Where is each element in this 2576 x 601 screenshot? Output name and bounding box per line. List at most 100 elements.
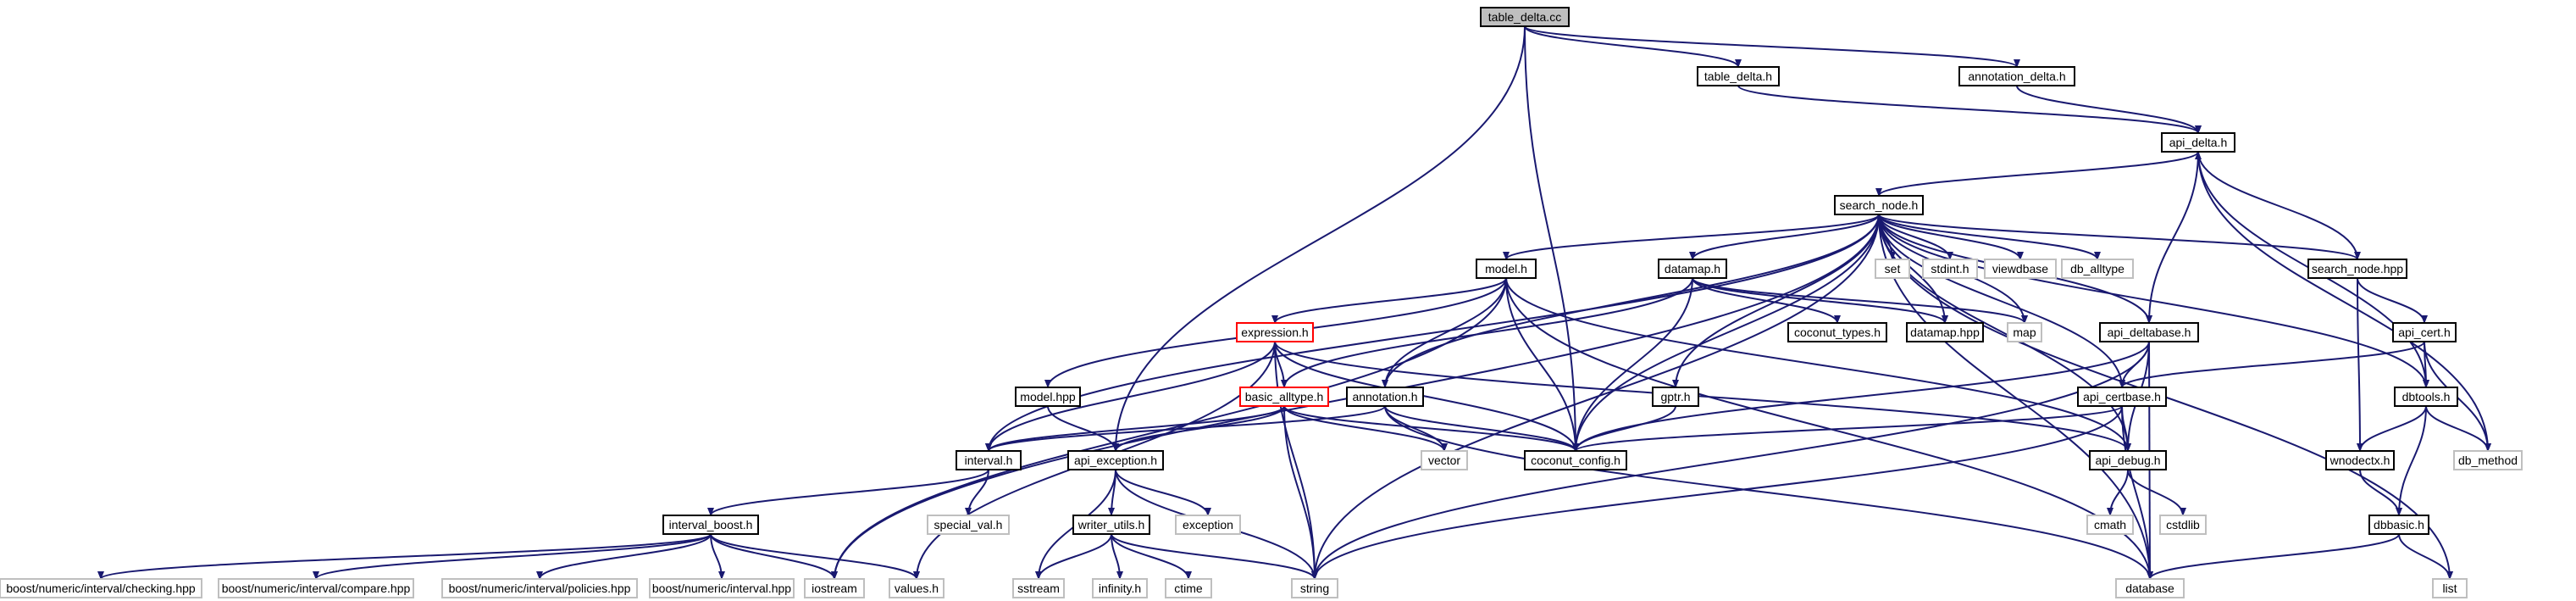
- edge-dbbasic_h-to-list: [2398, 533, 2453, 580]
- edge-table_delta_cc-to-table_delta_h: [1524, 25, 1742, 68]
- node-box: [1787, 322, 1887, 342]
- node-sstream: sstream: [1012, 578, 1065, 598]
- edge-api_cert_h-to-api_certbase_h: [2119, 341, 2425, 388]
- node-datamap-hpp[interactable]: datamap.hpp: [1906, 322, 1984, 342]
- node-api-cert-h[interactable]: api_cert.h: [2392, 322, 2457, 342]
- edge-model_h-to-expression_h: [1271, 277, 1507, 324]
- node-label: table_delta.h: [1704, 70, 1772, 83]
- node-coconut-types-h[interactable]: coconut_types.h: [1787, 322, 1887, 342]
- node-model-hpp[interactable]: model.hpp: [1015, 387, 1081, 407]
- node-label: coconut_types.h: [1794, 326, 1881, 339]
- node-api-certbase-h[interactable]: api_certbase.h: [2077, 387, 2167, 407]
- edge-layer: [97, 25, 2491, 580]
- node-box: [1834, 195, 1924, 215]
- node-interval-h[interactable]: interval.h: [956, 450, 1022, 470]
- node-box: [2368, 515, 2429, 535]
- node-interval-boost-h[interactable]: interval_boost.h: [662, 515, 759, 535]
- edge-annotation_h-to-database: [1384, 405, 2153, 580]
- node-annotation-h[interactable]: annotation.h: [1346, 387, 1424, 407]
- node-label: basic_alltype.h: [1245, 390, 1324, 403]
- node-label: table_delta.cc: [1488, 10, 1561, 24]
- edge-api_delta_h-to-api_deltabase_h: [2146, 151, 2199, 324]
- node-api-debug-h[interactable]: api_debug.h: [2089, 450, 2167, 470]
- node-box: [1958, 66, 2075, 86]
- edge-table_delta_cc-to-api_exception_h: [1112, 25, 1526, 452]
- node-wnodectx-h[interactable]: wnodectx.h: [2325, 450, 2395, 470]
- edge-basic_alltype_h-to-coconut_config_h: [1283, 405, 1579, 452]
- node-datamap-h[interactable]: datamap.h: [1658, 259, 1727, 279]
- node-dbbasic-h[interactable]: dbbasic.h: [2368, 515, 2429, 535]
- edge-datamap_h-to-basic_alltype_h: [1281, 277, 1693, 388]
- node-map: map: [2007, 322, 2042, 342]
- node-basic-alltype-h[interactable]: basic_alltype.h: [1239, 387, 1329, 407]
- node-layer: table_delta.cc table_delta.h annotation_de…: [0, 7, 2523, 598]
- edge-writer_utils_h-to-infinity_h: [1111, 533, 1123, 580]
- node-label: cmath: [2094, 518, 2126, 531]
- edge-search_node_h-to-coconut_config_h: [1572, 214, 1880, 452]
- edge-api_debug_h-to-cstdlib: [2127, 469, 2186, 516]
- node-box: [1239, 387, 1329, 407]
- node-iostream: iostream: [804, 578, 865, 598]
- node-writer-utils-h[interactable]: writer_utils.h: [1072, 515, 1150, 535]
- node-coconut-config-h[interactable]: coconut_config.h: [1524, 450, 1627, 470]
- node-label: list: [2442, 582, 2457, 595]
- node-box: [649, 578, 795, 598]
- node-label: datamap.h: [1665, 262, 1720, 275]
- edge-api_debug_h-to-cmath: [2107, 469, 2129, 516]
- node-box: [2159, 515, 2207, 535]
- node-search-node-hpp[interactable]: search_node.hpp: [2307, 259, 2407, 279]
- node-search-node-h[interactable]: search_node.h: [1834, 195, 1924, 215]
- edge-datamap_h-to-datamap_hpp: [1692, 277, 1948, 324]
- node-box: [1480, 7, 1570, 27]
- edge-model_h-to-iostream: [831, 277, 1507, 580]
- node-api-deltabase-h[interactable]: api_deltabase.h: [2099, 322, 2199, 342]
- node-expression-h[interactable]: expression.h: [1236, 322, 1314, 342]
- edge-search_node_h-to-interval_h: [985, 214, 1880, 452]
- node-label: expression.h: [1241, 326, 1308, 339]
- node-label: dbbasic.h: [2374, 518, 2424, 531]
- node-label: model.h: [1485, 262, 1527, 275]
- node-table-delta-cc[interactable]: table_delta.cc: [1480, 7, 1570, 27]
- node-api-exception-h[interactable]: api_exception.h: [1067, 450, 1164, 470]
- node-model-h[interactable]: model.h: [1476, 259, 1537, 279]
- edge-interval_boost_h-to-policies_hpp: [536, 533, 712, 580]
- node-checking-hpp: boost/numeric/interval/checking.hpp: [0, 578, 202, 598]
- edge-search_node_h-to-annotation_h: [1382, 214, 1880, 388]
- node-label: writer_utils.h: [1077, 518, 1145, 531]
- node-box: [2161, 132, 2235, 153]
- node-box: [218, 578, 414, 598]
- node-label: boost/numeric/interval/policies.hpp: [449, 582, 631, 595]
- node-table-delta-h[interactable]: table_delta.h: [1697, 66, 1780, 86]
- node-label: map: [2013, 326, 2036, 339]
- node-box: [662, 515, 759, 535]
- edge-search_node_h-to-search_node_hpp: [1878, 214, 2361, 260]
- edge-writer_utils_h-to-sstream: [1035, 533, 1112, 580]
- node-label: gptr.h: [1660, 390, 1690, 403]
- node-label: api_exception.h: [1074, 454, 1157, 467]
- node-label: api_certbase.h: [2083, 390, 2161, 403]
- node-box: [2099, 322, 2199, 342]
- node-gptr-h[interactable]: gptr.h: [1652, 387, 1699, 407]
- node-box: [2086, 515, 2134, 535]
- node-api-delta-h[interactable]: api_delta.h: [2161, 132, 2235, 153]
- node-box: [1236, 322, 1314, 342]
- edge-writer_utils_h-to-string: [1111, 533, 1318, 580]
- node-box: [2325, 450, 2395, 470]
- node-box: [1346, 387, 1424, 407]
- node-string: string: [1291, 578, 1338, 598]
- node-label: infinity.h: [1099, 582, 1141, 595]
- edge-api_deltabase_h-to-coconut_config_h: [1572, 341, 2150, 452]
- node-label: vector: [1428, 454, 1460, 467]
- node-label: api_cert.h: [2398, 326, 2450, 339]
- node-box: [2453, 450, 2523, 470]
- node-box: [1165, 578, 1212, 598]
- edge-search_node_h-to-api_debug_h: [1878, 214, 2131, 452]
- node-box: [2089, 450, 2167, 470]
- edge-wnodectx_h-to-dbbasic_h: [2359, 469, 2402, 516]
- edge-search_node_hpp-to-wnodectx_h: [2356, 277, 2363, 452]
- node-annotation-delta-h[interactable]: annotation_delta.h: [1958, 66, 2075, 86]
- node-dbtools-h[interactable]: dbtools.h: [2394, 387, 2458, 407]
- node-box: [1421, 450, 1468, 470]
- node-box: [2007, 322, 2042, 342]
- edge-interval_boost_h-to-interval_hpp: [710, 533, 725, 580]
